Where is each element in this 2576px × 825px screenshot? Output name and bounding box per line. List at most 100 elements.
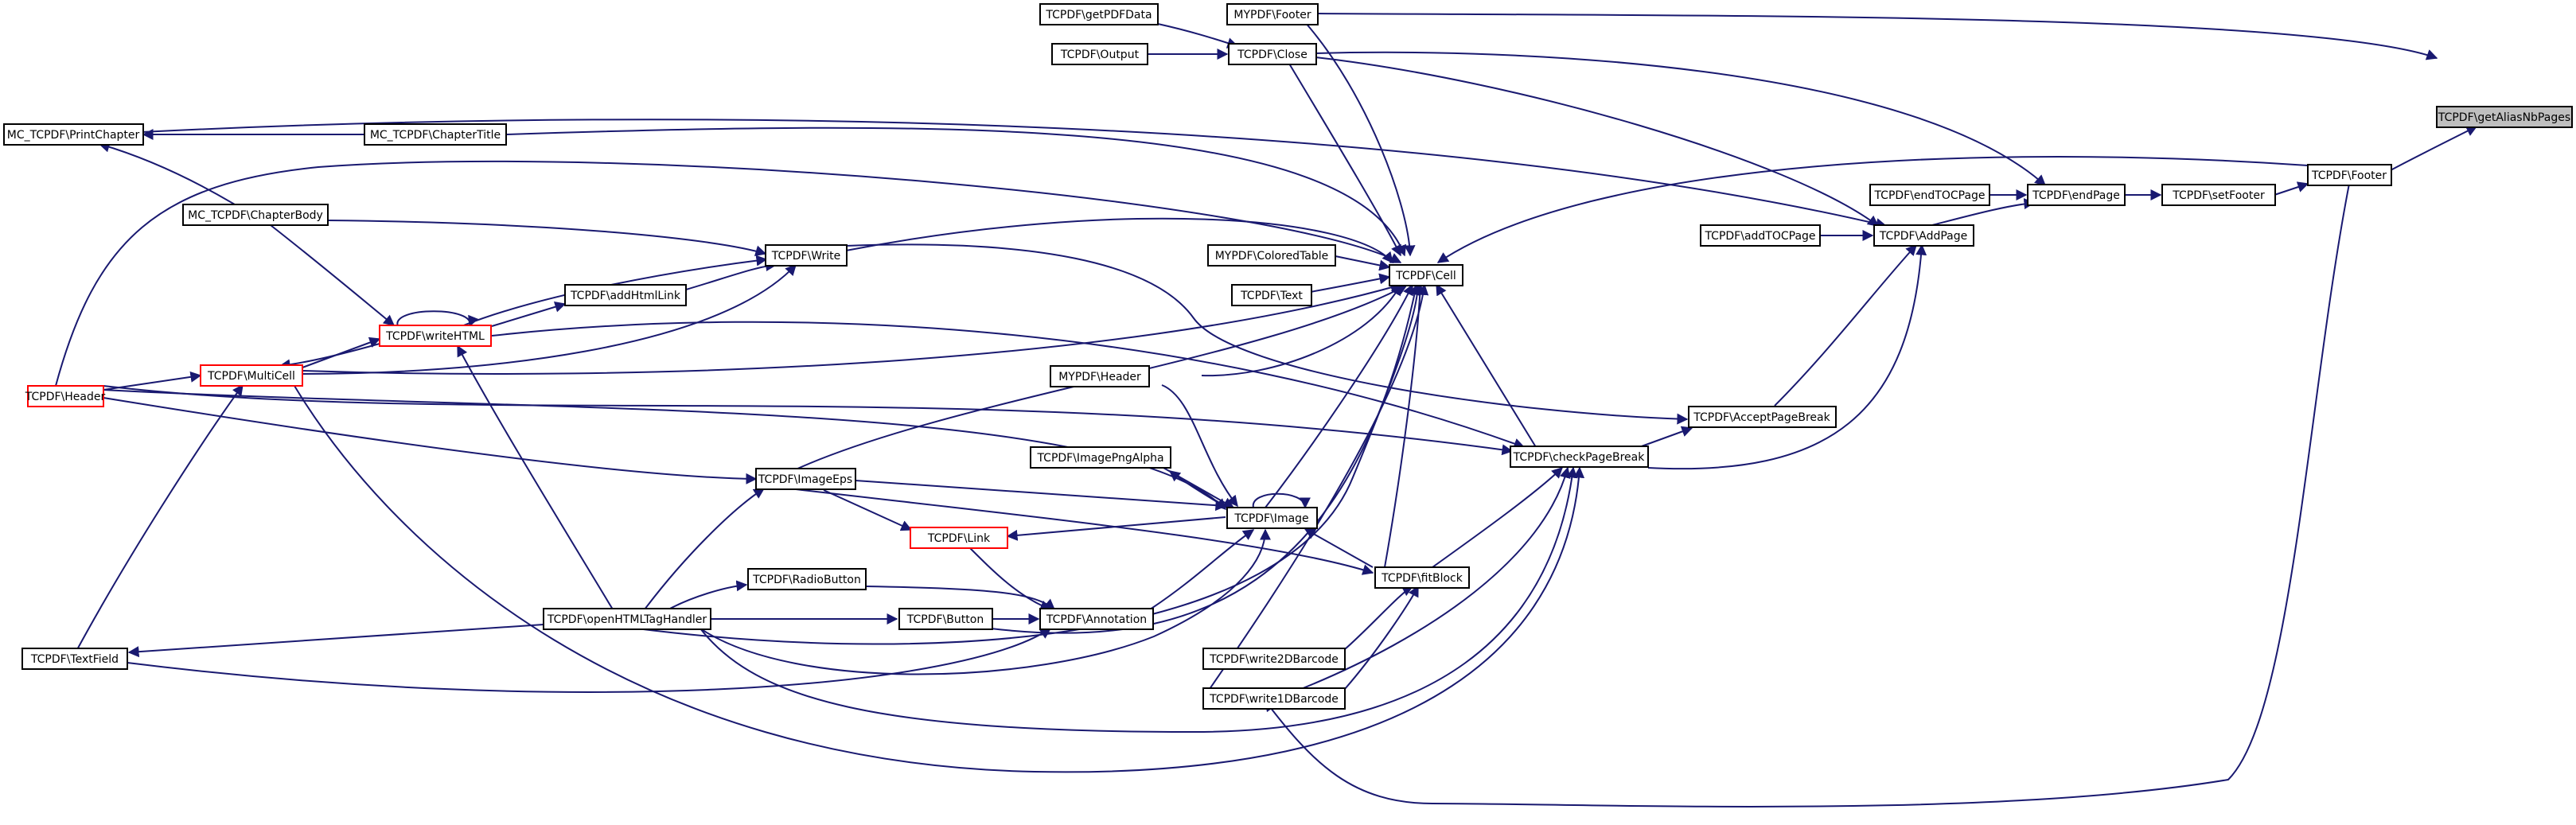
edge-openhtml-radiobutton <box>668 580 748 610</box>
edge-image-link <box>1006 516 1226 541</box>
node-openhtmltaghandler[interactable]: TCPDF\openHTMLTagHandler <box>543 608 711 630</box>
node-button[interactable]: TCPDF\Button <box>898 608 993 630</box>
node-label: TCPDF\checkPageBreak <box>1513 451 1646 464</box>
edge-image-cell <box>1265 283 1413 508</box>
edge-close-cell <box>1288 63 1401 257</box>
node-addpage[interactable]: TCPDF\AddPage <box>1873 224 1974 247</box>
edge-checkpagebreak-addpage <box>1647 243 1927 470</box>
edge-radiobutton-annotation <box>865 586 1056 610</box>
node-label: TCPDF\write2DBarcode <box>1209 653 1339 666</box>
node-label: TCPDF\openHTMLTagHandler <box>547 613 707 626</box>
node-label: TCPDF\MultiCell <box>207 370 295 383</box>
edge-writehtml-self <box>396 310 479 328</box>
node-label: TCPDF\setFooter <box>2172 189 2265 202</box>
node-label: TCPDF\ImageEps <box>758 473 852 486</box>
node-multicell[interactable]: TCPDF\MultiCell <box>200 364 303 387</box>
edge-footer-write1dbarcode <box>1265 183 2350 807</box>
node-link[interactable]: TCPDF\Link <box>910 527 1008 549</box>
edge-coloredtable-cell <box>1335 255 1391 271</box>
node-setfooter[interactable]: TCPDF\setFooter <box>2161 184 2276 206</box>
edge-fitblock-checkpagebreak <box>1432 467 1564 568</box>
edge-myfooter-cell <box>1304 21 1416 257</box>
edge-checkpagebreak-acceptpagebreak <box>1639 426 1693 448</box>
node-addtocpage[interactable]: TCPDF\addTOCPage <box>1700 224 1821 247</box>
node-label: TCPDF\Image <box>1233 512 1308 525</box>
node-label: MC_TCPDF\ChapterTitle <box>370 129 501 142</box>
node-label: TCPDF\endPage <box>2032 189 2120 202</box>
node-label: TCPDF\fitBlock <box>1381 572 1463 585</box>
node-chaptertitle[interactable]: MC_TCPDF\ChapterTitle <box>364 123 507 146</box>
node-write2dbarcode[interactable]: TCPDF\write2DBarcode <box>1202 648 1346 670</box>
node-myfooter[interactable]: MYPDF\Footer <box>1226 3 1319 25</box>
node-label: TCPDF\endTOCPage <box>1873 189 1985 202</box>
edge-imageeps-link <box>823 489 913 531</box>
edge-openhtml-imageeps <box>644 488 766 610</box>
node-endtocpage[interactable]: TCPDF\endTOCPage <box>1869 184 1990 206</box>
edge-write-acceptpagebreak <box>845 243 1689 425</box>
edge-openhtml-textfield <box>127 624 544 658</box>
node-text[interactable]: TCPDF\Text <box>1231 284 1312 306</box>
node-writehtml[interactable]: TCPDF\writeHTML <box>379 325 492 347</box>
node-label: TCPDF\Button <box>906 613 984 626</box>
edge-myheader-image <box>1161 384 1238 508</box>
node-addhtmllink[interactable]: TCPDF\addHtmlLink <box>564 284 687 306</box>
node-label: TCPDF\getAliasNbPages <box>2438 111 2570 124</box>
node-chapterbody[interactable]: MC_TCPDF\ChapterBody <box>182 204 329 226</box>
node-annotation[interactable]: TCPDF\Annotation <box>1039 608 1154 630</box>
edge-openhtml-writehtml <box>457 344 614 610</box>
edge-myheader-cell <box>1201 283 1401 377</box>
edge-openhtml-image <box>700 528 1271 675</box>
node-textfield[interactable]: TCPDF\TextField <box>21 648 128 670</box>
edge-printchapter-addpage <box>141 119 1888 229</box>
node-write1dbarcode[interactable]: TCPDF\write1DBarcode <box>1202 687 1346 710</box>
edge-getpdfdata-close <box>1157 23 1239 49</box>
node-output[interactable]: TCPDF\Output <box>1051 43 1148 65</box>
node-label: MC_TCPDF\PrintChapter <box>7 129 140 142</box>
node-acceptpagebreak[interactable]: TCPDF\AcceptPageBreak <box>1688 406 1837 428</box>
node-endpage[interactable]: TCPDF\endPage <box>2027 184 2126 206</box>
node-getpdfdata[interactable]: TCPDF\getPDFData <box>1039 3 1159 25</box>
node-getaliasnbpages[interactable]: TCPDF\getAliasNbPages <box>2436 106 2573 128</box>
edge-checkpagebreak-cell <box>1436 283 1537 448</box>
node-label: TCPDF\Write <box>771 250 840 263</box>
node-imageeps[interactable]: TCPDF\ImageEps <box>755 468 856 490</box>
node-label: TCPDF\Close <box>1237 49 1307 61</box>
node-label: TCPDF\write1DBarcode <box>1209 693 1339 706</box>
node-label: TCPDF\AcceptPageBreak <box>1693 411 1830 424</box>
node-fitblock[interactable]: TCPDF\fitBlock <box>1374 566 1470 589</box>
edge-textfield-multicell <box>75 383 244 653</box>
node-printchapter[interactable]: MC_TCPDF\PrintChapter <box>3 123 144 146</box>
node-label: TCPDF\getPDFData <box>1045 9 1152 21</box>
edge-close-endpage <box>1315 51 2047 186</box>
edge-fitblock-image <box>1304 528 1374 568</box>
node-label: TCPDF\writeHTML <box>385 330 485 343</box>
edge-link-annotation <box>967 545 1052 611</box>
node-footer[interactable]: TCPDF\Footer <box>2307 164 2392 186</box>
node-cell[interactable]: TCPDF\Cell <box>1389 264 1463 286</box>
edge-myfooter-getaliasnbpages <box>1316 13 2438 60</box>
node-label: TCPDF\Cell <box>1395 270 1456 282</box>
node-image[interactable]: TCPDF\Image <box>1226 507 1318 529</box>
edge-write2dbarcode-fitblock <box>1344 586 1414 650</box>
edge-imageeps-fitblock <box>795 488 1374 575</box>
node-close[interactable]: TCPDF\Close <box>1228 43 1317 65</box>
edge-button-cell <box>990 283 1421 634</box>
node-label: TCPDF\Header <box>25 391 106 403</box>
edge-header-checkpagebreak <box>103 385 1514 456</box>
node-write[interactable]: TCPDF\Write <box>765 244 848 267</box>
node-coloredtable[interactable]: MYPDF\ColoredTable <box>1207 244 1336 267</box>
node-label: TCPDF\addHtmlLink <box>570 290 681 302</box>
node-checkpagebreak[interactable]: TCPDF\checkPageBreak <box>1510 446 1649 468</box>
node-label: TCPDF\Output <box>1060 49 1140 61</box>
node-radiobutton[interactable]: TCPDF\RadioButton <box>747 568 867 590</box>
edge-multicell-cell <box>302 282 1402 375</box>
edge-multicell-checkpagebreak <box>294 385 1585 773</box>
node-imagepngalpha[interactable]: TCPDF\ImagePngAlpha <box>1030 446 1171 469</box>
nodes: TCPDF\getAliasNbPages TCPDF\Footer TCPDF… <box>3 3 2573 710</box>
node-myheader[interactable]: MYPDF\Header <box>1050 365 1150 387</box>
node-label: MYPDF\Footer <box>1233 9 1311 21</box>
node-label: TCPDF\TextField <box>30 653 119 666</box>
node-label: TCPDF\AddPage <box>1879 230 1968 243</box>
edge-image-self <box>1252 492 1311 509</box>
node-header[interactable]: TCPDF\Header <box>25 385 106 407</box>
